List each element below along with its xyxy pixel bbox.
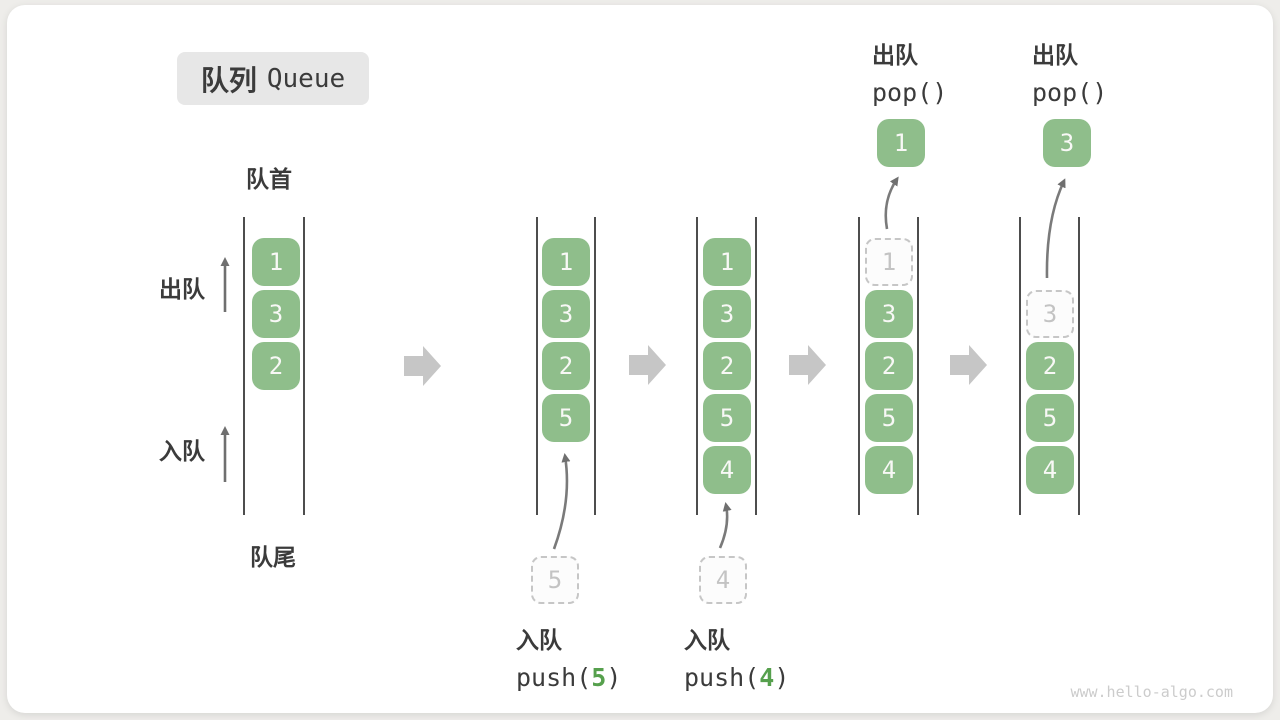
queue-cell: 1	[703, 238, 751, 286]
queue-wall	[303, 217, 305, 515]
ghost-cell: 1	[865, 238, 913, 286]
queue-wall	[917, 217, 919, 515]
queue-cell: 2	[542, 342, 590, 390]
queue-cell: 5	[1026, 394, 1074, 442]
popped-cell: 3	[1043, 119, 1091, 167]
op-name: 出队	[1032, 42, 1078, 68]
op-arg: 4	[759, 663, 775, 692]
queue-cell: 3	[703, 290, 751, 338]
push-5-arrow	[552, 453, 571, 550]
queue-wall	[536, 217, 538, 515]
popped-cell: 1	[877, 119, 925, 167]
queue-cell: 1	[252, 238, 300, 286]
queue-cell: 3	[542, 290, 590, 338]
op-code: push(4)	[684, 663, 789, 692]
op-code: push(5)	[516, 663, 621, 692]
transition-arrow-icon	[629, 345, 666, 385]
queue-cell: 3	[252, 290, 300, 338]
queue-wall	[1019, 217, 1021, 515]
op-pop-2: 出队 pop()	[1032, 36, 1107, 107]
queue-cell: 2	[1026, 342, 1074, 390]
queue-cell: 5	[865, 394, 913, 442]
queue-cell: 4	[865, 446, 913, 494]
pop-3-arrow	[1045, 178, 1066, 279]
op-pop-1: 出队 pop()	[872, 36, 947, 107]
op-fn: push(	[516, 663, 592, 692]
staged-cell: 5	[531, 556, 579, 604]
op-name: 出队	[872, 42, 918, 68]
queue-cell: 1	[542, 238, 590, 286]
op-code: pop()	[872, 78, 948, 107]
label-queue-rear: 队尾	[250, 544, 296, 570]
title-zh: 队列	[200, 64, 257, 96]
transition-arrow-icon	[950, 345, 987, 385]
op-push-5: 入队 push(5)	[516, 621, 621, 692]
op-close: )	[774, 663, 790, 692]
queue-cell: 5	[542, 394, 590, 442]
watermark: www.hello-algo.com	[1070, 683, 1233, 701]
ghost-cell: 3	[1026, 290, 1074, 338]
queue-wall	[1078, 217, 1080, 515]
arrows-overlay	[220, 176, 1066, 550]
op-arg: 5	[591, 663, 607, 692]
diagram-card: 队列 Queue 队首 队尾 出队 入队 1 3 2 1 3 2 5 5	[7, 5, 1273, 713]
transition-arrow-icon	[404, 346, 441, 386]
title-en: Queue	[266, 63, 346, 94]
queue-cell: 4	[1026, 446, 1074, 494]
queue-wall	[696, 217, 698, 515]
queue-cell: 3	[865, 290, 913, 338]
queue-wall	[858, 217, 860, 515]
label-dequeue: 出队	[159, 276, 205, 302]
op-push-4: 入队 push(4)	[684, 621, 789, 692]
transition-arrow-icon	[789, 345, 826, 385]
op-code: pop()	[1032, 78, 1108, 107]
queue-cell: 2	[252, 342, 300, 390]
op-name: 入队	[516, 627, 562, 653]
op-name: 入队	[684, 627, 730, 653]
queue-wall	[594, 217, 596, 515]
queue-wall	[243, 217, 245, 515]
op-fn: push(	[684, 663, 760, 692]
queue-wall	[755, 217, 757, 515]
label-enqueue: 入队	[159, 438, 205, 464]
queue-cell: 2	[865, 342, 913, 390]
staged-cell: 4	[699, 556, 747, 604]
label-queue-front: 队首	[246, 166, 292, 192]
queue-cell: 2	[703, 342, 751, 390]
pop-1-arrow	[884, 176, 899, 230]
op-close: )	[606, 663, 622, 692]
title-box: 队列 Queue	[177, 52, 369, 105]
queue-cell: 4	[703, 446, 751, 494]
queue-cell: 5	[703, 394, 751, 442]
push-4-arrow	[718, 502, 732, 549]
